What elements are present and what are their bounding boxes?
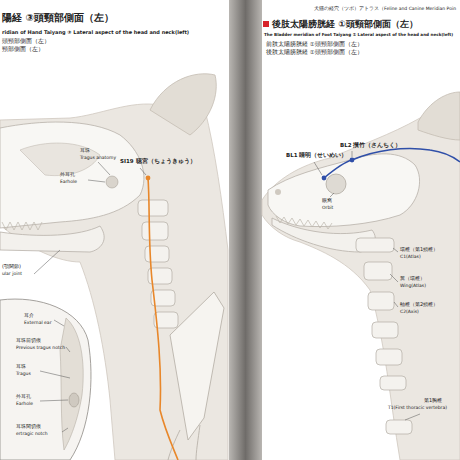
mandible: [0, 226, 104, 252]
page-title: 後肢太陽膀胱経 ①頭頸部側面（左）: [272, 19, 418, 29]
heading-sub: 頸部側面（左）: [2, 46, 44, 52]
gutter: [229, 0, 262, 460]
acupoint-label: BL1 睛明（せいめい）: [286, 152, 347, 158]
part-name: (顎関節): [2, 264, 21, 270]
part-name: 耳珠前切痕: [16, 338, 41, 344]
orbit: [326, 174, 346, 194]
acupoint: [322, 176, 327, 181]
part-name-english: T1(First thoracic vertebra): [388, 405, 447, 410]
part-name-english: ertragic notch: [16, 431, 48, 436]
left-page: [0, 0, 229, 460]
part-name: 軸椎（第2頸椎）: [400, 302, 438, 308]
part-name-english: Tragus anatomy: [80, 155, 116, 160]
part-name-english: Previous tragus notch: [16, 345, 65, 350]
skull: [0, 122, 144, 228]
part-name: 耳珠: [80, 148, 90, 154]
part-name: 外耳孔: [16, 394, 31, 400]
part-name: 第1胸椎: [424, 398, 442, 404]
vertebrae: [356, 238, 412, 434]
heading-english: ridian of Hand Taiyang ③ Lateral aspect …: [2, 30, 189, 36]
right-dog: [262, 92, 460, 460]
right-page: [262, 0, 460, 460]
part-name-english: Earhole: [60, 179, 77, 184]
running-header: 犬猫の経穴（ツボ）アトラス（Feline and Canine Meridian…: [314, 6, 456, 11]
part-name-english: C1(Atlas): [400, 254, 421, 259]
acupoint-label: SI19 聴宮（ちょうきゅう）: [120, 158, 196, 164]
nostril: [275, 189, 281, 195]
part-name: 耳珠間切痕: [16, 424, 41, 430]
humerus: [168, 425, 200, 460]
acupoint: [146, 176, 151, 181]
title-marker: [263, 21, 269, 27]
part-name-english: Orbit: [322, 205, 333, 210]
part-name: 環椎（第1頸椎）: [400, 247, 438, 253]
part-name: 眼窩: [322, 198, 332, 204]
part-name: 耳珠: [16, 364, 26, 370]
acupoint-label: BL2 攅竹（さんちく）: [340, 142, 401, 148]
part-name: 翼（環椎）: [400, 276, 425, 282]
part-name-english: External ear: [24, 320, 51, 325]
small-intestine-meridian: [148, 178, 178, 460]
part-name-english: C2(Axis): [400, 309, 419, 314]
heading-sub: 後肢太陽膀胱経 ①頭頸部側面（左）: [266, 49, 363, 55]
leader-lines: [34, 162, 146, 274]
page-heading: 陽経 ③頭頸部側面（左）: [2, 12, 114, 24]
skull: [268, 154, 420, 227]
ear-canal: [106, 176, 118, 188]
teeth: [2, 222, 42, 230]
acupoint: [350, 158, 355, 163]
heading-sub: 前肢太陽膀胱経 ①頭頸部側面（左）: [266, 41, 363, 47]
part-name-english: ular joint: [2, 271, 22, 276]
vertebrae: [138, 200, 178, 328]
ear-inset: [0, 299, 91, 460]
body-silhouette: [0, 100, 228, 460]
scapula: [170, 292, 224, 440]
part-name-english: Earhole: [16, 401, 33, 406]
ear: [418, 92, 460, 140]
heading-sub: 頭頸部側面（左）: [2, 38, 50, 44]
part-name-english: Wing(Atlas): [400, 283, 426, 288]
part-name: 耳介: [24, 313, 34, 319]
part-name-english: Tragus: [16, 371, 31, 376]
left-dog: [0, 74, 228, 460]
ear: [150, 74, 216, 135]
part-name: 外耳孔: [60, 172, 75, 178]
teeth: [276, 216, 332, 229]
heading-english: The Bladder meridian of Foot Taiyang ① L…: [264, 33, 453, 38]
body-silhouette: [262, 114, 460, 460]
